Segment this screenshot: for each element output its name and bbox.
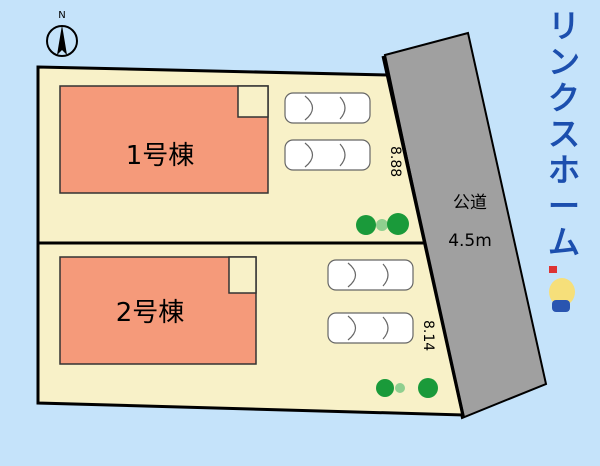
brand-logo: リンクスホーム [546,8,582,260]
compass: N [46,10,78,57]
tree-icon [356,215,376,235]
frontage-2: 8.14 [420,320,436,351]
parked-car-icon [284,139,371,171]
tree-icon [395,383,405,393]
compass-label: N [58,10,65,21]
mascot-icon [549,266,575,312]
tree-icon [376,219,388,231]
parked-car-icon [284,92,371,124]
frontage-1: 8.88 [387,146,403,177]
building-2 [59,256,257,365]
building-2-label: 2号棟 [116,298,185,328]
brand-char: ム [547,223,580,261]
brand-char: ン [547,43,580,81]
brand-char: ク [547,79,580,117]
tree-icon [376,379,394,397]
tree-icon [418,378,438,398]
brand-char: ホ [547,151,580,189]
building-1 [59,85,269,194]
brand-char: リ [547,7,580,45]
brand-char: ス [547,115,580,153]
road-name: 公道 [453,193,487,213]
brand-char: ー [547,187,580,225]
building-1-label: 1号棟 [126,141,195,171]
road-width: 4.5m [448,231,492,251]
parked-car-icon [327,312,414,344]
parked-car-icon [327,259,414,291]
tree-icon [387,213,409,235]
